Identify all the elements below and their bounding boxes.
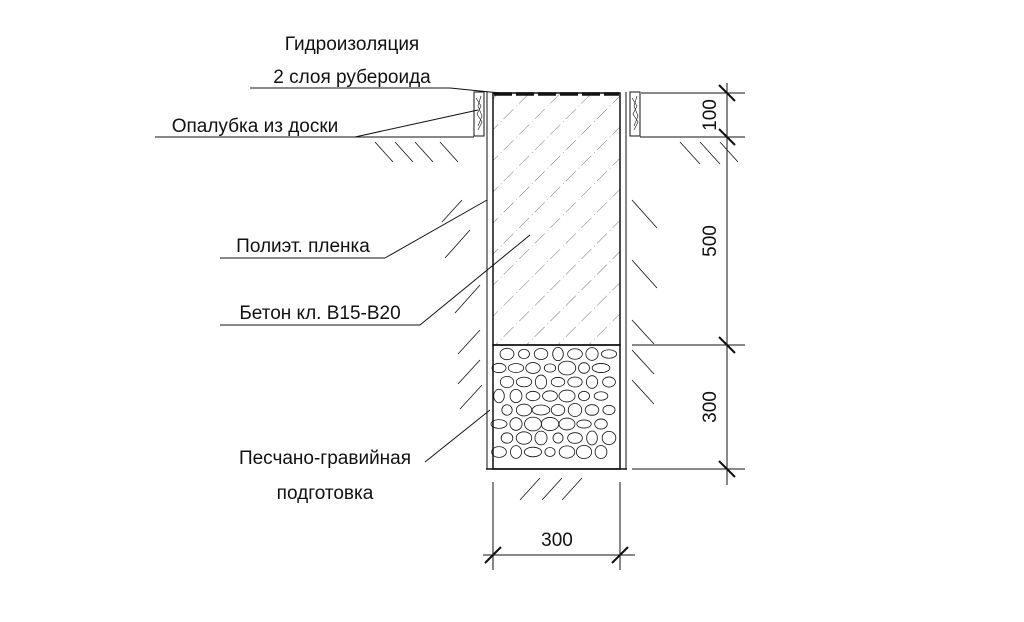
gravel-stone xyxy=(585,375,599,389)
label-waterproofing-1: Гидроизоляция xyxy=(285,34,419,55)
gravel-stone xyxy=(602,376,616,388)
gravel-stone xyxy=(491,362,507,374)
gravel-stone xyxy=(509,417,523,431)
dim-gravel-depth: 300 xyxy=(700,391,721,423)
gravel-stone xyxy=(507,363,525,373)
gravel-stone xyxy=(515,376,533,388)
gravel-stone xyxy=(586,430,598,446)
gravel-stone xyxy=(578,390,590,402)
gravel-stone xyxy=(550,376,566,388)
gravel-stone xyxy=(567,348,583,360)
gravel-stone xyxy=(490,419,508,429)
gravel-stone xyxy=(515,403,533,417)
gravel-stone xyxy=(558,417,576,431)
gravel-stone xyxy=(540,417,560,431)
gravel-stone xyxy=(543,363,557,373)
formwork-left xyxy=(473,91,485,137)
gravel-stone xyxy=(558,445,576,459)
dim-width: 300 xyxy=(541,530,573,551)
gravel-stone xyxy=(600,349,618,359)
gravel-stone xyxy=(510,445,522,459)
gravel-stone xyxy=(591,363,611,373)
gravel-stone xyxy=(575,444,593,460)
gravel-stone xyxy=(525,362,541,374)
label-formwork: Опалубка из доски xyxy=(172,116,339,137)
gravel-stone xyxy=(576,419,592,429)
gravel-stone xyxy=(552,432,564,444)
gravel-stones xyxy=(490,346,618,460)
gravel-stone xyxy=(567,376,583,388)
gravel-stone xyxy=(550,404,566,416)
label-waterproofing-2: 2 слоя рубероида xyxy=(273,67,431,88)
gravel-stone xyxy=(499,347,515,361)
gravel-stone xyxy=(515,431,533,445)
gravel-stone xyxy=(491,446,507,458)
gravel-stone xyxy=(524,446,542,458)
dim-concrete-depth: 500 xyxy=(700,225,721,257)
gravel-stone xyxy=(584,404,600,416)
gravel-stone xyxy=(544,447,556,457)
gravel-stone xyxy=(493,388,505,404)
gravel-stone xyxy=(552,346,564,362)
gravel-stone xyxy=(500,432,514,444)
gravel-stone xyxy=(524,416,542,432)
label-film: Полиэт. пленка xyxy=(236,236,370,257)
soil-hatch xyxy=(374,141,739,501)
gravel-stone xyxy=(509,388,523,404)
formwork-right xyxy=(629,91,641,137)
gravel-stone xyxy=(585,347,599,361)
gravel-stone xyxy=(518,348,530,360)
gravel-stone xyxy=(601,430,617,446)
label-concrete: Бетон кл. B15-B20 xyxy=(239,303,400,324)
gravel-stone xyxy=(594,418,608,430)
gravel-stone xyxy=(499,375,515,389)
gravel-stone xyxy=(567,403,583,417)
gravel-stone xyxy=(531,404,551,416)
gravel-stone xyxy=(533,348,549,360)
gravel-stone xyxy=(602,404,616,416)
gravel-stone xyxy=(534,374,548,390)
gravel-stone xyxy=(542,390,558,402)
dim-top: 100 xyxy=(700,99,721,131)
gravel-stone xyxy=(578,362,590,374)
gravel-stone xyxy=(557,360,577,376)
label-gravel-1: Песчано-гравийная xyxy=(239,448,411,469)
gravel-stone xyxy=(558,389,576,403)
gravel-stone xyxy=(594,445,608,459)
concrete-body xyxy=(492,92,621,346)
gravel-stone xyxy=(501,404,513,416)
gravel-stone xyxy=(593,391,609,401)
gravel-stone xyxy=(534,430,548,446)
gravel-stone xyxy=(567,432,583,444)
gravel-stone xyxy=(525,390,541,402)
label-gravel-2: подготовка xyxy=(277,483,374,504)
